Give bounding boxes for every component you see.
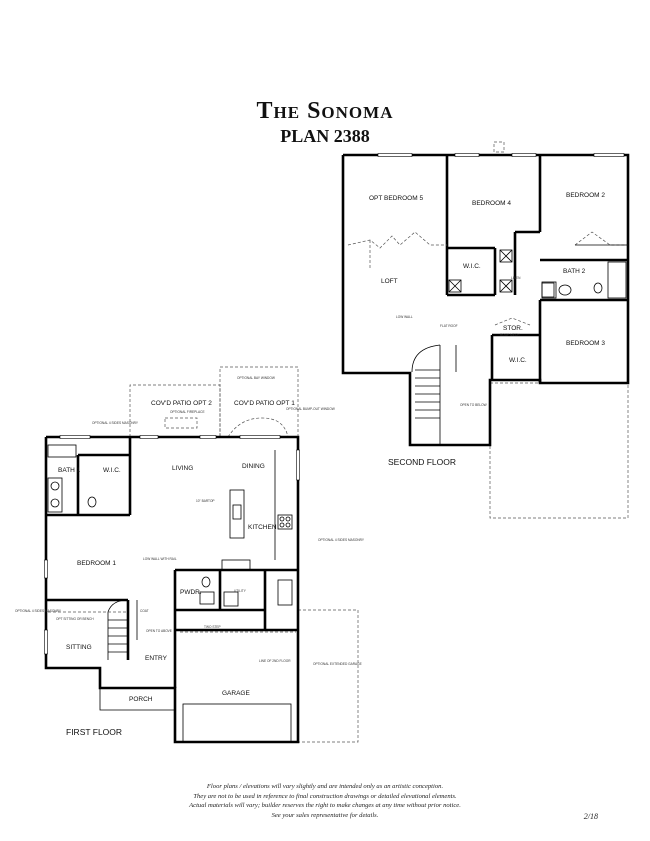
second-floor-outer-wall	[341, 153, 630, 447]
second-floor-label: SECOND FLOOR	[388, 457, 456, 467]
window	[44, 629, 48, 655]
note-opt-masonry-left: OPTIONAL 4 SIDES MASONRY	[15, 609, 62, 613]
window	[199, 435, 217, 439]
room-covd-patio-opt2: COV'D PATIO OPT 2	[151, 400, 212, 407]
second-floor-plan: OPT BEDROOM 5 BEDROOM 4 BEDROOM 2 BATH 2…	[341, 141, 630, 519]
wic-shelf	[448, 279, 462, 293]
room-dining: DINING	[242, 463, 265, 470]
second-floor-stairs	[411, 344, 457, 445]
room-bedroom3: BEDROOM 3	[566, 340, 605, 347]
room-kitchen: KITCHEN	[248, 524, 277, 531]
first-floor-outer-wall	[44, 435, 300, 744]
toilet	[593, 282, 603, 294]
closet-door	[574, 231, 628, 246]
window	[44, 559, 48, 579]
note-opt-masonry-top: OPTIONAL 4 SIDES MASONRY	[92, 421, 139, 425]
garage-door	[182, 703, 292, 743]
note-bartop: 10" BARTOP	[196, 499, 215, 503]
room-entry: ENTRY	[145, 655, 168, 662]
window	[239, 435, 281, 439]
kitchen-island	[229, 489, 245, 539]
bathtub	[607, 261, 627, 299]
note-opt-bay: OPTIONAL BAY WINDOW	[237, 376, 275, 380]
window	[377, 153, 413, 157]
powder-sink	[199, 591, 215, 605]
note-opt-fireplace: OPTIONAL FIREPLACE	[170, 410, 205, 414]
note-opt-masonry-right: OPTIONAL 4 SIDES MASONRY	[318, 538, 365, 542]
pantry	[277, 579, 293, 606]
window	[139, 435, 159, 439]
window	[593, 153, 625, 157]
window	[454, 153, 480, 157]
powder-toilet	[201, 576, 211, 588]
patio-opt1-outline	[219, 366, 299, 437]
second-floor-dashed-outline	[489, 382, 629, 519]
first-floor-stairs	[107, 599, 138, 660]
room-garage: GARAGE	[222, 690, 250, 697]
room-wic-bedroom4: W.I.C.	[463, 263, 481, 270]
plan-number: PLAN 2388	[280, 126, 370, 146]
disclaimer-line: Floor plans / elevations will vary sligh…	[206, 783, 444, 790]
note-two-step: TWO STEP	[204, 625, 221, 629]
loft-railing	[347, 231, 447, 249]
shower	[47, 444, 77, 458]
sink-basin	[558, 284, 572, 296]
cooktop	[277, 514, 293, 530]
room-powder: PWDR.	[180, 589, 202, 596]
room-bedroom4: BEDROOM 4	[472, 200, 511, 207]
room-porch: PORCH	[129, 696, 153, 703]
storage-door	[494, 317, 531, 326]
window	[59, 435, 91, 439]
roof-vent	[493, 141, 505, 153]
opt-bay-window-outline	[227, 417, 289, 438]
toilet	[87, 496, 97, 508]
disclaimer: Floor plans / elevations will vary sligh…	[0, 782, 650, 820]
plan-title: The Sonoma	[256, 98, 394, 124]
room-wic-bedroom3: W.I.C.	[509, 357, 527, 364]
room-wic: W.I.C.	[103, 467, 121, 474]
room-sitting: SITTING	[66, 644, 92, 651]
note-stor: ROOF MECH	[500, 333, 520, 337]
porch-outline	[99, 688, 175, 711]
note-opt-sitting: OPT SITTING OR BENCH	[56, 617, 94, 621]
note-opt-bump-out: OPTIONAL BUMP-OUT WINDOW	[286, 407, 335, 411]
note-open-below: OPEN TO BELOW	[460, 403, 487, 407]
note-opt-garage: OPTIONAL EXTENDED GARAGE	[313, 662, 362, 666]
room-bath2: BATH 2	[563, 268, 586, 275]
revision-date: 2/18	[583, 812, 598, 821]
disclaimer-line: Actual materials will vary; builder rese…	[189, 802, 461, 809]
room-utility: UTILITY	[234, 589, 247, 593]
note-flat-roof: FLAT ROOF	[440, 324, 458, 328]
opt-fireplace-outline	[164, 417, 198, 429]
linen-shelf	[499, 249, 513, 263]
disclaimer-line: They are not to be used in reference to …	[193, 792, 457, 800]
linen-shelf	[499, 279, 513, 293]
disclaimer-line: See your sales representative for detail…	[271, 811, 379, 819]
note-line-of-2nd: LINE OF 2ND FLOOR	[259, 659, 291, 663]
note-low-wall-rail: LOW WALL WITH RAIL	[143, 557, 177, 561]
window	[511, 153, 537, 157]
window	[296, 449, 300, 481]
cabinet	[221, 559, 251, 571]
note-low-wall: LOW WALL	[396, 315, 413, 319]
note-linen: LINEN	[511, 276, 521, 280]
first-floor-label: FIRST FLOOR	[66, 727, 122, 737]
room-bath1: BATH 1	[58, 467, 81, 474]
opt-garage-outline	[297, 609, 359, 743]
kitchen-sink	[232, 504, 242, 520]
room-bedroom1: BEDROOM 1	[77, 560, 116, 567]
room-living: LIVING	[172, 465, 193, 472]
washer	[223, 591, 239, 607]
note-coat: COAT	[140, 609, 149, 613]
room-covd-patio-opt1: COV'D PATIO OPT 1	[234, 400, 295, 407]
vanity	[47, 477, 63, 513]
note-open-above: OPEN TO ABOVE	[146, 629, 172, 633]
room-loft: LOFT	[381, 278, 398, 285]
first-floor-plan: BATH 1 W.I.C. LIVING DINING KITCHEN BEDR…	[15, 366, 365, 744]
room-bedroom2: BEDROOM 2	[566, 192, 605, 199]
room-opt-bedroom5: OPT BEDROOM 5	[369, 195, 423, 202]
room-storage: STOR.	[503, 325, 523, 332]
